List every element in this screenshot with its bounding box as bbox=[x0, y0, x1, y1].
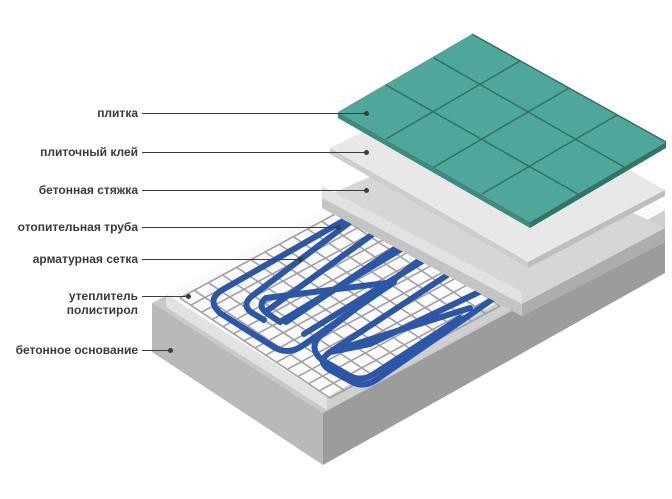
mesh-wire bbox=[254, 255, 426, 349]
leader-dot-tile bbox=[364, 111, 369, 116]
label-base: бетонное основание bbox=[15, 343, 138, 357]
label-tile: плитка bbox=[97, 106, 138, 120]
leader-dot-tile-adhesive bbox=[364, 150, 369, 155]
label-insulation-line1: утеплитель bbox=[68, 289, 138, 303]
leader-dot-heating-pipe bbox=[336, 225, 341, 230]
leader-dot-mesh bbox=[298, 257, 303, 262]
label-screed: бетонная стяжка bbox=[38, 183, 138, 197]
mesh-wire bbox=[211, 226, 383, 321]
leader-dot-screed bbox=[364, 188, 369, 193]
tile-layer bbox=[338, 33, 667, 228]
mesh-wire bbox=[179, 205, 351, 299]
leader-dot-base bbox=[168, 348, 173, 353]
leader-line-base bbox=[142, 350, 170, 351]
leader-line-mesh bbox=[142, 259, 300, 260]
leader-line-insulation bbox=[142, 296, 188, 297]
label-insulation: утеплитель полистирол bbox=[67, 289, 138, 317]
leader-line-screed bbox=[142, 190, 366, 191]
label-tile-adhesive: плиточный клей bbox=[40, 145, 138, 159]
leader-line-tile bbox=[142, 113, 366, 114]
label-heating-pipe: отопительная труба bbox=[17, 220, 138, 234]
leader-line-tile-adhesive bbox=[142, 152, 366, 153]
label-insulation-line2: полистирол bbox=[66, 303, 138, 317]
heating-pipe-loops bbox=[243, 210, 503, 388]
leader-dot-insulation bbox=[186, 294, 191, 299]
label-mesh: арматурная сетка bbox=[32, 252, 138, 266]
leader-line-heating-pipe bbox=[142, 227, 338, 228]
